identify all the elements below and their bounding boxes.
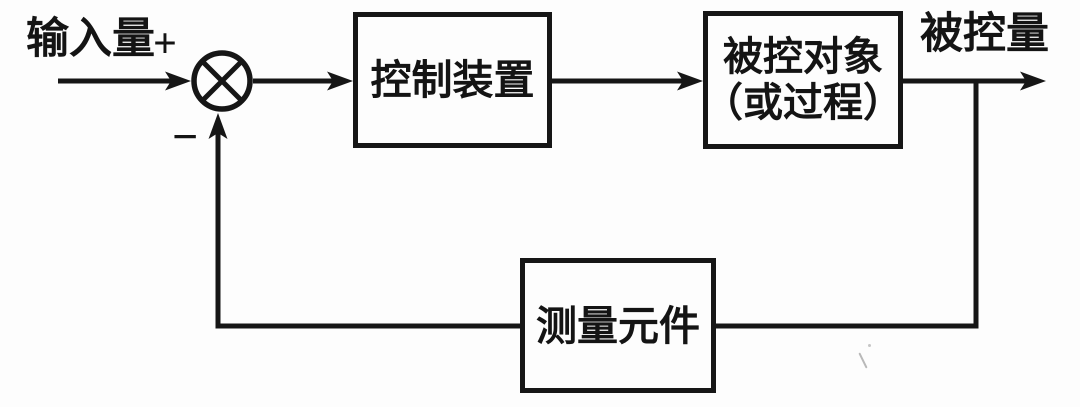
plant-block-label: 被控对象 （或过程） [703,34,903,126]
input-quantity-label: 输入量 [26,16,155,63]
summing-junction-cross-diagonal-2 [200,59,244,103]
feedback-return-line [215,132,520,329]
plant-block-label-line2: （或过程） [703,80,903,125]
feedback-branch-line [716,81,979,329]
plus-sign-label: + [153,21,177,67]
controller-block: 控制装置 [353,12,552,148]
controller-block-label: 控制装置 [370,57,535,103]
plant-block-label-line1: 被控对象 [723,34,883,79]
input-arrowhead-icon [165,71,191,91]
minus-sign-label: − [172,111,199,162]
sensor-block-label: 测量元件 [536,302,700,349]
plant-input-arrowhead-icon [677,71,703,91]
controlled-quantity-label: 被控量 [920,11,1049,58]
controller-input-arrowhead-icon [327,71,353,91]
sensor-block: 测量元件 [520,258,716,393]
feedback-arrowhead-icon [208,113,228,139]
plant-block: 被控对象 （或过程） [703,11,903,149]
dot-artifact [868,344,871,347]
output-arrowhead-icon [1020,71,1046,91]
